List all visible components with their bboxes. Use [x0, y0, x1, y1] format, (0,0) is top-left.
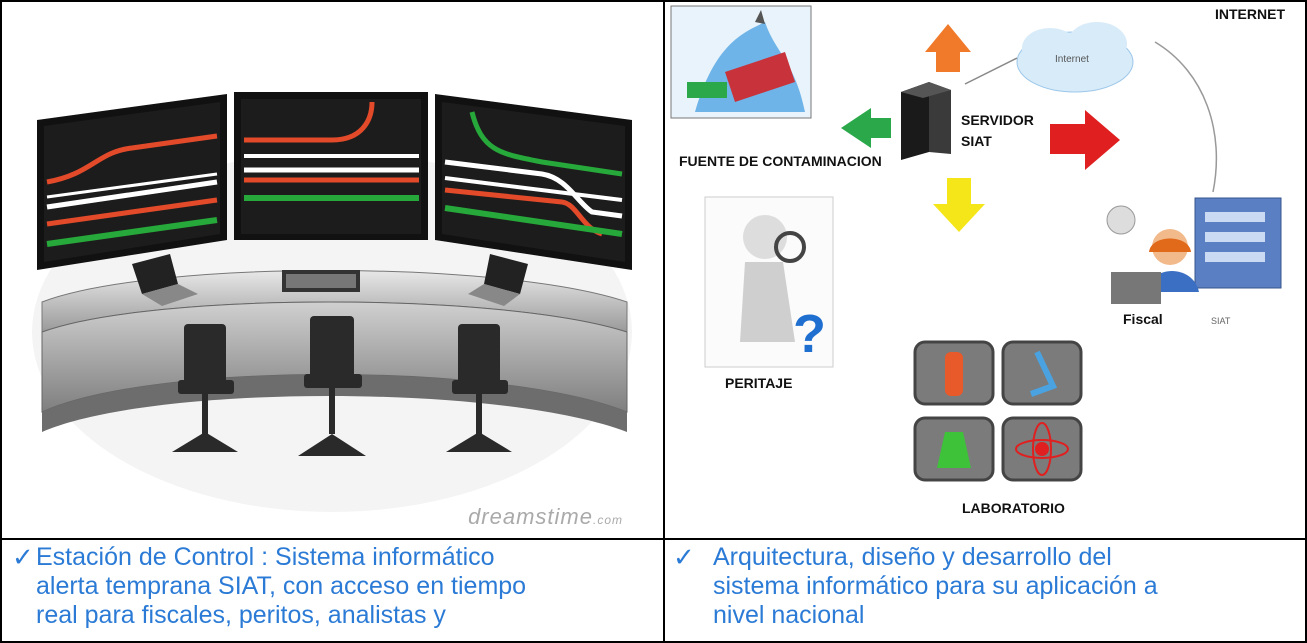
contamination-source-label: FUENTE DE CONTAMINACION: [679, 153, 882, 169]
arrow-up-icon: [925, 24, 971, 72]
cloud-icon: [1016, 22, 1134, 93]
fiscal-siat-label: SIAT: [1211, 316, 1231, 326]
lab-flask-icon: [913, 340, 995, 406]
peritaje-label: PERITAJE: [725, 375, 793, 391]
center-chair: [298, 316, 366, 456]
left-chair: [172, 324, 238, 452]
architecture-diagram: ?: [670, 5, 1282, 482]
fiscal-to-cloud-arrow: [1154, 41, 1218, 193]
architecture-description-cell: ✓ Arquitectura, diseño y desarrollo del …: [663, 538, 1307, 643]
contamination-source-image: [670, 5, 812, 119]
cloud-to-server-arrow: [964, 57, 1018, 85]
control-station-line-1: Estación de Control : Sistema informátic…: [36, 543, 495, 571]
lab-atom-icon: [1001, 416, 1083, 482]
left-monitor: [37, 94, 227, 270]
left-laptop: [132, 254, 198, 306]
center-monitor: [234, 92, 428, 240]
control-station-line-3: real para fiscales, peritos, analistas y: [36, 601, 446, 629]
arrow-left-icon: [841, 108, 891, 148]
svg-text:?: ?: [793, 304, 826, 364]
watermark-main: dreamstime: [468, 504, 593, 529]
checkmark-icon: ✓: [12, 542, 34, 572]
control-station-cell: dreamstime.com: [0, 0, 665, 540]
architecture-diagram-cell: ?: [663, 0, 1307, 540]
control-station-line-2: alerta temprana SIAT, con acceso en tiem…: [36, 572, 527, 600]
architecture-line-2: sistema informático para su aplicación a: [713, 572, 1158, 600]
peritaje-image: ?: [704, 196, 834, 368]
internet-heading: INTERNET: [1215, 6, 1285, 22]
server-label: SERVIDOR: [961, 112, 1034, 128]
arrow-right-icon: [1050, 110, 1120, 170]
arrow-down-icon: [933, 178, 985, 232]
checkmark-icon: ✓: [673, 542, 695, 572]
server-siat-label: SIAT: [961, 133, 992, 149]
fiscal-label: Fiscal: [1123, 311, 1163, 327]
right-laptop: [468, 254, 528, 306]
cloud-label: Internet: [1055, 54, 1089, 65]
watermark-suffix: .com: [592, 513, 623, 527]
laboratory-label: LABORATORIO: [962, 500, 1065, 516]
center-keyboard: [282, 270, 360, 292]
right-monitor: [435, 94, 632, 270]
lab-microscope-icon: [1001, 340, 1083, 406]
server-icon: [901, 82, 951, 160]
architecture-line-1: Arquitectura, diseño y desarrollo del: [713, 543, 1112, 571]
lab-beaker-icon: [913, 416, 995, 482]
control-room-illustration: [32, 92, 632, 512]
watermark: dreamstime.com: [468, 504, 623, 530]
architecture-line-3: nivel nacional: [713, 601, 865, 629]
right-chair: [446, 324, 512, 452]
fiscal-icon: [1106, 197, 1282, 304]
control-station-description-cell: ✓ Estación de Control : Sistema informát…: [0, 538, 665, 643]
